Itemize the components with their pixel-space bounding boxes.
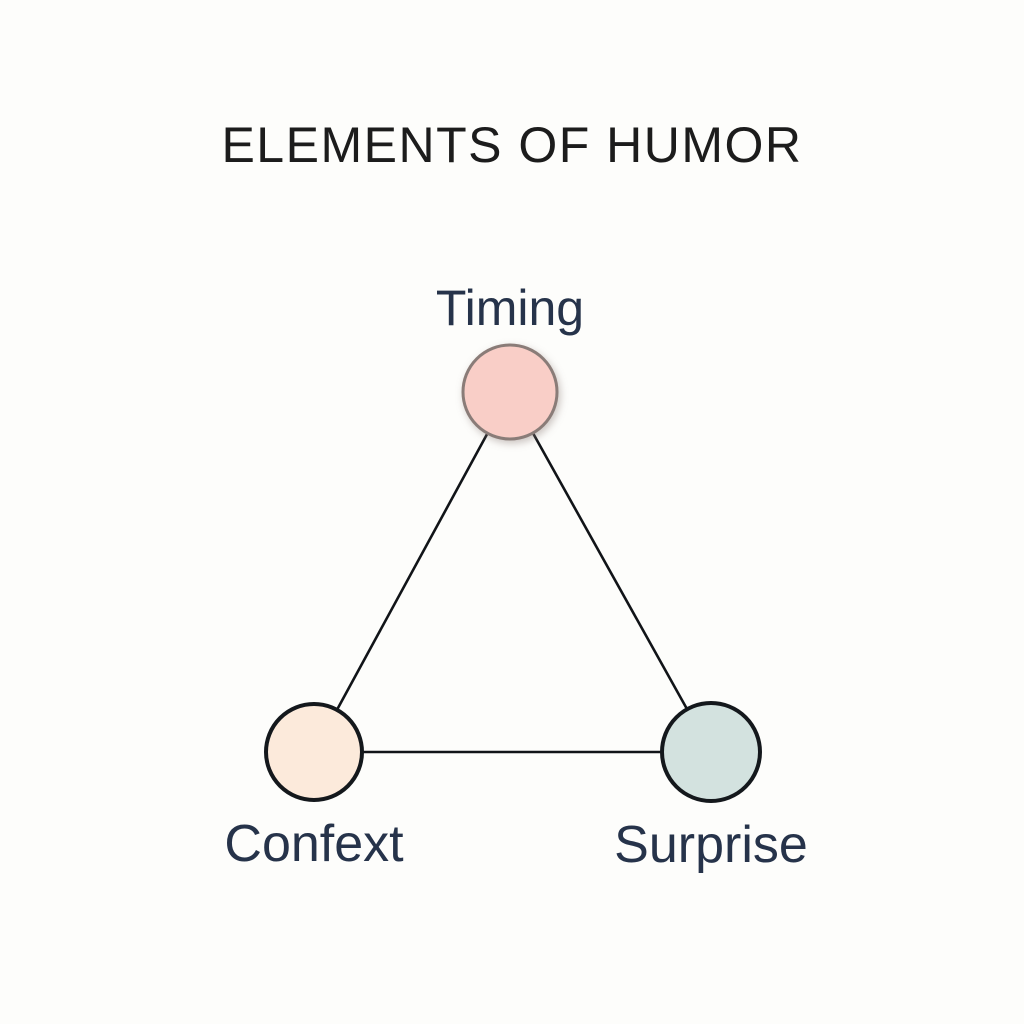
edge-timing-context	[335, 431, 489, 712]
node-label-context: Confext	[224, 815, 404, 873]
node-surprise[interactable]	[660, 701, 762, 803]
edge-layer	[335, 431, 689, 754]
node-layer	[264, 343, 762, 803]
edge-timing-surprise	[531, 431, 689, 711]
node-label-timing: Timing	[435, 280, 585, 336]
node-label-surprise: Surprise	[614, 816, 808, 874]
node-timing[interactable]	[461, 343, 559, 441]
node-context[interactable]	[264, 702, 364, 802]
page-title: ELEMENTS OF HUMOR	[221, 117, 803, 173]
